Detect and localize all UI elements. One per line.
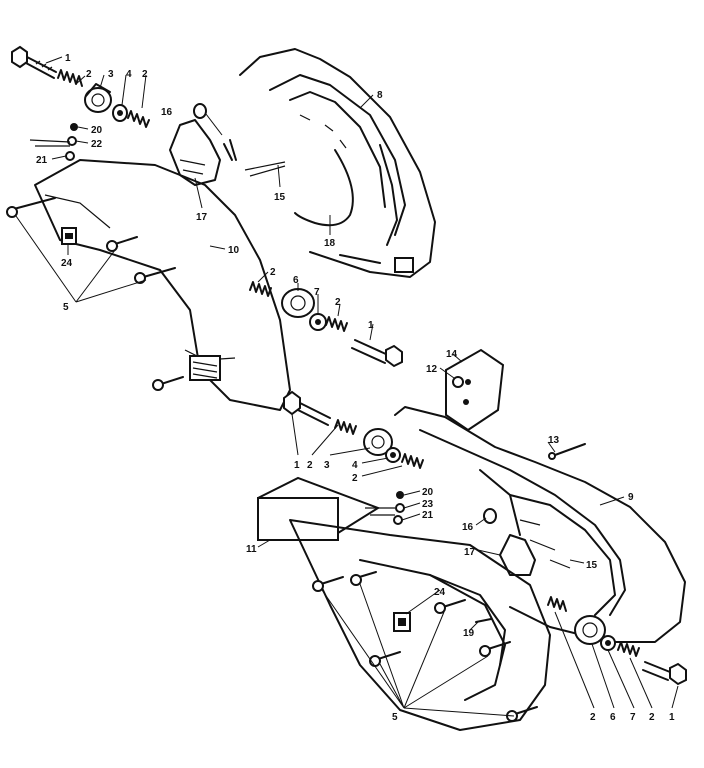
spring-part-2-upper bbox=[57, 69, 83, 87]
spring-part-2-lower-c bbox=[547, 596, 567, 612]
bolt-part-1-lower-left bbox=[283, 390, 331, 426]
callout-24-upper: 24 bbox=[61, 258, 73, 269]
callout-5-upper: 5 bbox=[63, 302, 69, 313]
block-part-11 bbox=[257, 476, 381, 541]
plate-part-14 bbox=[445, 348, 505, 432]
callout-4-upper: 4 bbox=[126, 69, 132, 80]
callout-2-upper-b: 2 bbox=[142, 69, 148, 80]
callout-1-upper-left: 1 bbox=[65, 53, 71, 64]
callout-3-lower: 3 bbox=[324, 460, 330, 471]
callout-13: 13 bbox=[548, 435, 560, 446]
callout-2-lower-d: 2 bbox=[649, 712, 655, 723]
washer-part-4-lower bbox=[385, 447, 401, 463]
callout-2-upper-a: 2 bbox=[86, 69, 92, 80]
housing-lower bbox=[289, 519, 551, 731]
callout-22: 22 bbox=[91, 139, 103, 150]
callout-17-upper: 17 bbox=[196, 212, 208, 223]
switch-part-24-lower bbox=[393, 612, 411, 632]
callout-14: 14 bbox=[446, 349, 458, 360]
handle-part-8 bbox=[239, 48, 436, 278]
switch-part-24-upper bbox=[61, 227, 77, 245]
callout-3-upper: 3 bbox=[108, 69, 114, 80]
callout-2-lower-c: 2 bbox=[590, 712, 596, 723]
washer-part-4-upper bbox=[112, 104, 128, 122]
sleeve-part-16-lower bbox=[483, 508, 497, 524]
callout-6-lower: 6 bbox=[610, 712, 616, 723]
callout-16-upper: 16 bbox=[161, 107, 173, 118]
wire-part-18 bbox=[294, 149, 354, 227]
spring-part-2-lower-a bbox=[334, 419, 357, 435]
small-screws-lower bbox=[365, 491, 405, 525]
spring-part-2-upper-b bbox=[127, 110, 150, 128]
callout-8: 8 bbox=[377, 90, 383, 101]
callout-24-lower: 24 bbox=[434, 587, 446, 598]
callout-2-mid-a: 2 bbox=[270, 267, 276, 278]
mount-part-3-upper bbox=[84, 83, 112, 113]
callout-2-lower-a: 2 bbox=[307, 460, 313, 471]
bolt-part-1-lower-right bbox=[642, 661, 687, 686]
callout-10: 10 bbox=[228, 245, 240, 256]
callout-19: 19 bbox=[463, 628, 475, 639]
leader-lines bbox=[15, 56, 679, 717]
callout-6-mid: 6 bbox=[293, 275, 299, 286]
mount-part-6-mid bbox=[281, 288, 315, 318]
trigger-part-17-upper bbox=[169, 119, 221, 186]
callout-7-mid: 7 bbox=[314, 287, 320, 298]
callout-15-upper: 15 bbox=[274, 192, 286, 203]
lower-assembly bbox=[257, 348, 687, 731]
callout-20-lower: 20 bbox=[422, 487, 434, 498]
mount-part-6-lower bbox=[574, 615, 606, 645]
callout-1-lower-left: 1 bbox=[294, 460, 300, 471]
handle-part-9 bbox=[394, 406, 686, 643]
pin-part-19 bbox=[475, 618, 492, 623]
callout-23: 23 bbox=[422, 499, 434, 510]
washer-part-7-mid bbox=[309, 313, 327, 331]
pin-part-15-upper bbox=[223, 139, 286, 177]
sleeve-part-16-upper bbox=[193, 103, 223, 136]
callout-1-lower-right: 1 bbox=[669, 712, 675, 723]
callout-21-upper: 21 bbox=[36, 155, 48, 166]
callout-20-upper: 20 bbox=[91, 125, 103, 136]
spring-part-2-mid bbox=[249, 281, 272, 297]
callout-9: 9 bbox=[628, 492, 634, 503]
callout-21-lower: 21 bbox=[422, 510, 434, 521]
callout-7-lower: 7 bbox=[630, 712, 636, 723]
washer-part-7-lower bbox=[600, 635, 616, 651]
callout-2-mid-b: 2 bbox=[335, 297, 341, 308]
trigger-part-17-lower bbox=[499, 534, 536, 576]
screws-part-5-upper bbox=[6, 197, 184, 391]
callout-5-lower: 5 bbox=[392, 712, 398, 723]
upper-assembly bbox=[6, 45, 436, 411]
callout-12: 12 bbox=[426, 364, 438, 375]
mount-part-3-lower bbox=[363, 428, 393, 456]
bolt-part-1-upper bbox=[11, 45, 57, 79]
callout-4-lower: 4 bbox=[352, 460, 358, 471]
screw-part-13 bbox=[548, 443, 586, 460]
callout-1-mid: 1 bbox=[368, 320, 374, 331]
spring-part-2-lower-d bbox=[617, 641, 640, 657]
callout-15-lower: 15 bbox=[586, 560, 598, 571]
callout-2-lower-b: 2 bbox=[352, 473, 358, 484]
spring-part-2-lower-b bbox=[401, 453, 424, 469]
callout-18: 18 bbox=[324, 238, 336, 249]
callout-labels: 1 2 3 4 2 8 16 20 22 21 15 17 18 24 10 5… bbox=[36, 53, 675, 723]
spring-part-2-mid-b bbox=[325, 316, 348, 332]
callout-17-lower: 17 bbox=[464, 547, 476, 558]
callout-16-lower: 16 bbox=[462, 522, 474, 533]
callout-11: 11 bbox=[246, 544, 257, 555]
bolt-part-1-mid bbox=[351, 339, 403, 368]
